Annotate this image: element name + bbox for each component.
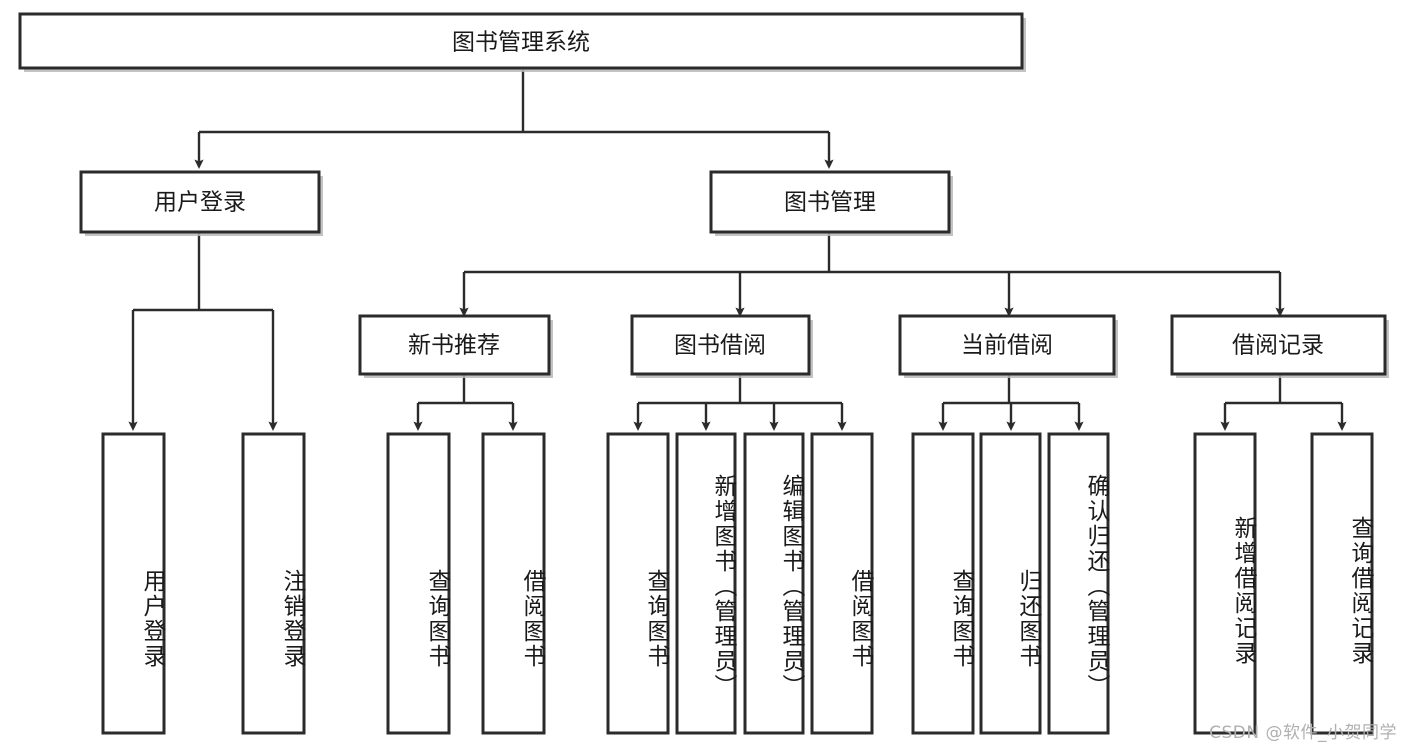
node-box-book-manage[interactable]	[709, 170, 951, 234]
node-box-leaf-borrow-book-1[interactable]	[481, 432, 546, 735]
horizontal-label-group: 图书管理系统 用户登录 图书管理 新书推荐 图书借阅 当前借阅 借阅记录	[154, 30, 1324, 359]
node-box-leaf-add-borrow-record[interactable]	[1193, 432, 1257, 735]
csdn-watermark: CSDN @软件_小贺同学	[1209, 723, 1397, 743]
node-box-current-borrow[interactable]	[898, 314, 1116, 376]
label-book-borrow: 图书借阅	[674, 333, 766, 359]
edge-group	[128, 70, 1347, 431]
node-box-user-login[interactable]	[79, 170, 321, 234]
node-box-leaf-logout[interactable]	[241, 432, 306, 735]
node-box-leaf-confirm-return-admin[interactable]	[1047, 432, 1110, 735]
label-book-manage: 图书管理	[784, 190, 876, 216]
box-group	[18, 12, 1387, 735]
node-box-leaf-borrow-book-2[interactable]	[810, 432, 874, 735]
label-new-book-rec: 新书推荐	[408, 333, 500, 359]
node-box-leaf-user-login[interactable]	[101, 432, 166, 735]
node-box-leaf-query-book-1[interactable]	[386, 432, 451, 735]
node-box-leaf-add-book-admin[interactable]	[675, 432, 737, 735]
label-user-login: 用户登录	[154, 190, 246, 216]
node-box-book-borrow[interactable]	[630, 314, 811, 376]
label-current-borrow: 当前借阅	[961, 333, 1053, 359]
node-box-leaf-query-borrow-record[interactable]	[1310, 432, 1374, 735]
node-box-root[interactable]	[18, 12, 1024, 70]
label-root: 图书管理系统	[452, 30, 590, 56]
node-box-new-book-rec[interactable]	[358, 314, 551, 376]
node-box-leaf-query-book-2[interactable]	[606, 432, 670, 735]
node-box-leaf-query-book-3[interactable]	[911, 432, 975, 735]
node-box-leaf-return-book[interactable]	[979, 432, 1042, 735]
node-box-leaf-edit-book-admin[interactable]	[743, 432, 805, 735]
label-borrow-record: 借阅记录	[1232, 333, 1324, 359]
node-box-borrow-record[interactable]	[1170, 314, 1387, 376]
